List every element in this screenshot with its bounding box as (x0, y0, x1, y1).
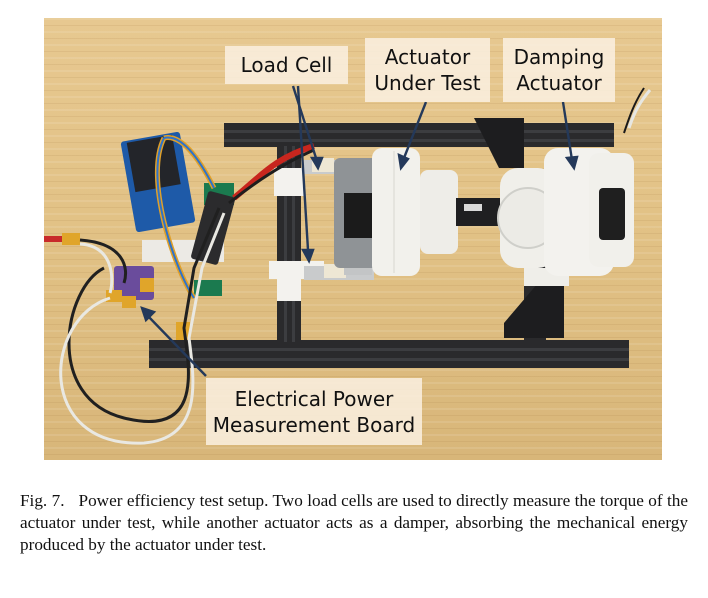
bottom-corner-bracket (504, 276, 564, 338)
annotation-text: Damping (513, 45, 605, 69)
annotation-damping-actuator: Damping Actuator (503, 38, 615, 102)
damping-actuator-body (497, 148, 634, 286)
power-measurement-board (106, 266, 154, 308)
figure-number: Fig. 7. (20, 491, 65, 510)
annotation-text: Under Test (374, 71, 481, 95)
annotation-load-cell: Load Cell (225, 46, 348, 84)
annotation-arrows (140, 85, 579, 377)
caption-text: Power efficiency test setup. Two load ce… (20, 491, 688, 554)
figure-photo: Load Cell Actuator Under Test Damping Ac… (44, 18, 662, 460)
annotation-text: Load Cell (240, 53, 333, 77)
test-rig-illustration (44, 85, 652, 445)
top-rail (224, 123, 614, 147)
annotation-text: Electrical Power (234, 386, 394, 411)
actuator-under-test-body (334, 148, 458, 276)
top-corner-bracket (474, 118, 524, 168)
annotation-actuator-under-test: Actuator Under Test (365, 38, 490, 102)
lower-load-cell (269, 259, 374, 301)
figure-caption: Fig. 7.Power efficiency test setup. Two … (20, 490, 688, 556)
annotation-text: Actuator (516, 71, 602, 95)
annotation-electrical-power-board: Electrical Power Measurement Board (206, 378, 422, 445)
white-power-cable (59, 212, 226, 445)
upper-load-cell (274, 158, 379, 196)
bottom-rail (149, 340, 629, 368)
annotation-text: Actuator (384, 45, 471, 69)
annotation-text: Measurement Board (212, 412, 416, 437)
